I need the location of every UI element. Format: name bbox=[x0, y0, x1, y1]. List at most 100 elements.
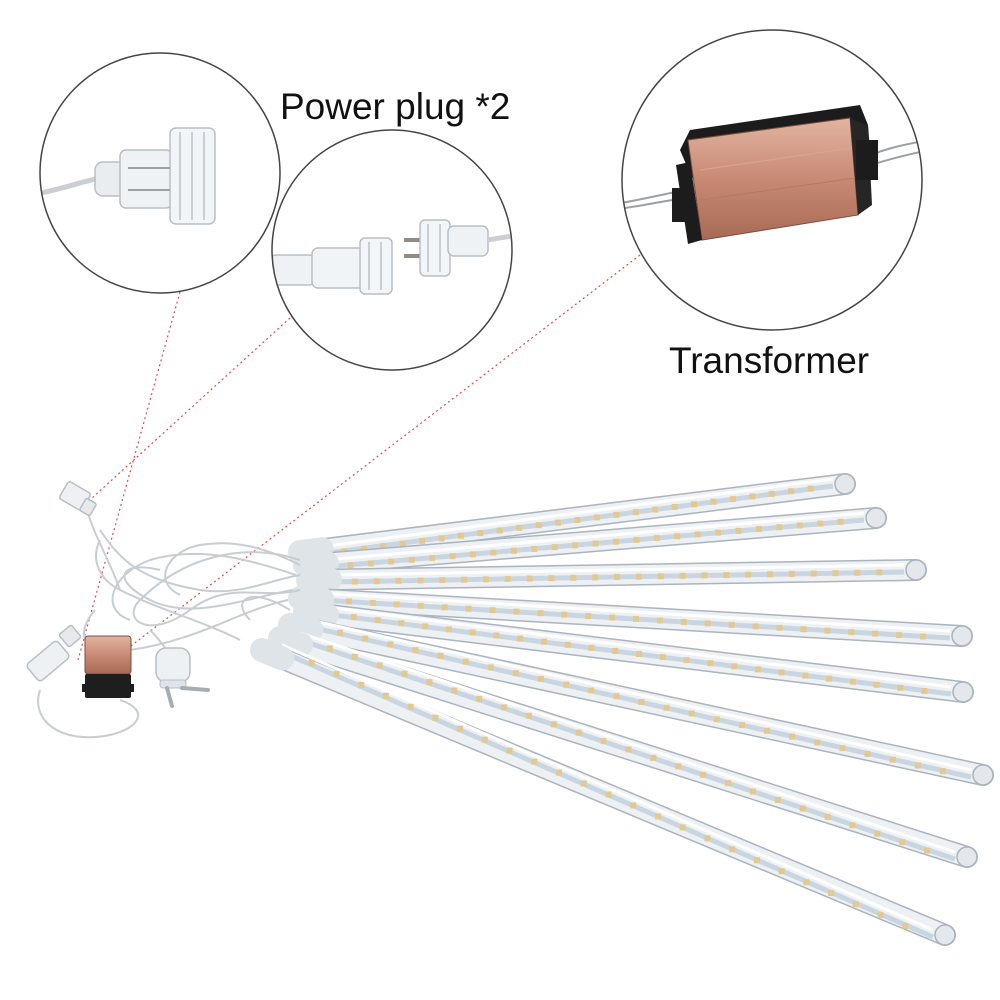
led-chip bbox=[921, 687, 928, 694]
led-chip bbox=[776, 624, 783, 631]
led-chip bbox=[592, 574, 599, 581]
led-chip bbox=[537, 610, 544, 617]
led-chip bbox=[817, 520, 824, 527]
led-chip bbox=[683, 657, 690, 664]
light-tube bbox=[293, 507, 887, 577]
led-chip bbox=[632, 509, 639, 516]
led-chip bbox=[752, 623, 759, 630]
led-chip bbox=[362, 635, 369, 642]
led-chip bbox=[441, 604, 448, 611]
led-chip bbox=[489, 607, 496, 614]
led-chip bbox=[451, 687, 458, 694]
led-chip bbox=[457, 725, 464, 732]
led-chip bbox=[437, 652, 444, 659]
led-chip bbox=[585, 613, 592, 620]
led-chip bbox=[679, 824, 686, 831]
power-plug-caption: Power plug *2 bbox=[280, 86, 511, 127]
led-chip bbox=[731, 663, 738, 670]
led-chip bbox=[776, 524, 783, 531]
led-chip bbox=[358, 681, 365, 688]
led-chip bbox=[561, 611, 568, 618]
led-chip bbox=[715, 529, 722, 536]
led-chip bbox=[347, 562, 354, 569]
led-chip bbox=[535, 522, 542, 529]
led-chip bbox=[501, 704, 508, 711]
led-chip bbox=[939, 768, 946, 775]
led-chip bbox=[531, 545, 538, 552]
led-chip bbox=[728, 621, 735, 628]
led-chip bbox=[659, 654, 666, 661]
led-chip bbox=[691, 501, 698, 508]
led-chip bbox=[674, 533, 681, 540]
led-chip bbox=[788, 488, 795, 495]
leader-line-transformer bbox=[109, 254, 641, 663]
led-chip bbox=[395, 577, 402, 584]
led-chip bbox=[540, 638, 547, 645]
led-chip bbox=[351, 653, 358, 660]
leader-lines bbox=[77, 254, 641, 663]
led-chip bbox=[852, 901, 859, 908]
leader-line-plug-a bbox=[77, 291, 181, 661]
led-chip bbox=[653, 535, 660, 542]
led-chip bbox=[374, 617, 381, 624]
led-chip bbox=[550, 721, 557, 728]
led-chip bbox=[580, 780, 587, 787]
led-chip bbox=[517, 635, 524, 642]
led-chip bbox=[376, 662, 383, 669]
led-chip bbox=[439, 577, 446, 584]
zoom-circle-plug-a bbox=[39, 52, 281, 294]
led-chip bbox=[564, 641, 571, 648]
led-chip bbox=[800, 626, 807, 633]
led-chip bbox=[555, 519, 562, 526]
led-chip bbox=[438, 535, 445, 542]
led-chip bbox=[600, 738, 607, 745]
light-tube bbox=[288, 473, 856, 564]
led-chip bbox=[738, 722, 745, 729]
led-chip bbox=[574, 517, 581, 523]
led-chip bbox=[754, 666, 761, 673]
led-chip bbox=[796, 522, 803, 529]
led-chip bbox=[399, 540, 406, 547]
led-chip bbox=[351, 578, 358, 585]
connector-female-icon bbox=[40, 127, 216, 225]
led-chip bbox=[864, 750, 871, 757]
led-chip bbox=[526, 575, 533, 582]
led-chip bbox=[531, 758, 538, 765]
led-chip bbox=[924, 847, 931, 854]
led-chip bbox=[778, 669, 785, 676]
led-chip bbox=[469, 551, 476, 558]
led-chip bbox=[876, 569, 883, 576]
led-chip bbox=[345, 598, 352, 605]
led-chip bbox=[854, 569, 861, 576]
led-chip bbox=[899, 839, 906, 846]
led-chip bbox=[337, 629, 344, 636]
led-chip bbox=[462, 658, 469, 665]
led-chip bbox=[680, 618, 687, 625]
led-chip bbox=[387, 641, 394, 648]
led-chip bbox=[419, 537, 426, 544]
led-chip bbox=[469, 629, 476, 636]
led-chip bbox=[633, 616, 639, 622]
led-chip bbox=[920, 633, 927, 640]
light-tube bbox=[268, 626, 978, 868]
led-chip bbox=[814, 739, 821, 746]
led-chip bbox=[675, 763, 682, 770]
led-chip bbox=[679, 572, 686, 579]
led-chip bbox=[548, 575, 555, 582]
led-chip bbox=[657, 573, 664, 580]
leader-line-plug-b bbox=[91, 317, 291, 499]
led-chip bbox=[613, 693, 620, 700]
led-chip bbox=[461, 576, 468, 583]
led-chip bbox=[350, 614, 357, 621]
led-chip bbox=[563, 681, 570, 688]
led-chip bbox=[735, 527, 742, 534]
led-chip bbox=[877, 912, 884, 919]
transformer-caption: Transformer bbox=[669, 340, 870, 381]
led-chip bbox=[496, 527, 503, 534]
led-chip bbox=[713, 716, 720, 723]
light-tube bbox=[296, 559, 927, 592]
led-chip bbox=[422, 623, 429, 630]
led-chip bbox=[749, 788, 756, 795]
